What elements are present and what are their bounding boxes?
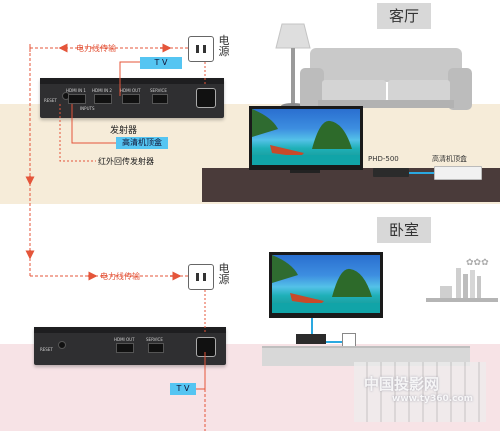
tv-screen-bedroom — [272, 255, 380, 313]
hd-stb-label: 高清机顶盒 — [116, 137, 168, 149]
hdmi-in1-port — [68, 94, 86, 104]
hdmi-out-label: HDMI OUT — [120, 88, 141, 93]
bedroom-label: 卧室 — [377, 217, 431, 243]
phd500-receiver — [373, 168, 409, 177]
living-room-label: 客厅 — [377, 3, 431, 29]
hdmi-in1-label: HDMI IN 1 — [66, 88, 86, 93]
transmitter-label: 发射器 — [110, 126, 138, 136]
hd-stb-device-label: 高清机顶盒 — [432, 155, 467, 163]
ir-emitter-label: 红外回传发射器 — [98, 157, 154, 166]
living-room-tv — [249, 106, 363, 170]
hdmi-out-label-bottom: HDMI OUT — [114, 337, 135, 342]
cable-blue-top — [409, 172, 434, 174]
hd-stb-device — [434, 166, 482, 180]
device-top-edge — [40, 78, 224, 84]
hdmi-out-port-bottom — [116, 343, 134, 353]
phd500-label: PHD-500 — [368, 155, 399, 163]
bedroom-tv — [269, 252, 383, 318]
watermark-url: www.ty360.com — [392, 394, 474, 404]
bedroom-cabinet — [262, 346, 470, 366]
tv-label-bottom: T V — [170, 383, 196, 395]
hdmi-in2-label: HDMI IN 2 — [92, 88, 112, 93]
cable-blue-bedroom — [311, 318, 313, 342]
power-socket-bottom — [196, 337, 216, 357]
hdmi-out-port — [122, 94, 140, 104]
tv-line-top — [119, 61, 140, 96]
inputs-label: INPUTS — [80, 106, 95, 111]
ir-line — [59, 104, 96, 162]
stb-line — [71, 104, 116, 144]
device-top-edge-bottom — [34, 327, 226, 333]
power-line-label-bottom: 电力线传输 — [100, 272, 140, 281]
watermark-brand: 中国投影网 — [364, 375, 440, 393]
tv-label-top: T V — [140, 57, 182, 69]
bedroom-cabinet-legs — [354, 362, 486, 422]
wall-shelf — [426, 264, 498, 304]
cable-blue-bedroom-h — [311, 341, 347, 343]
bedroom-receiver — [296, 334, 326, 344]
power-label-bottom: 电源 — [218, 262, 230, 286]
power-outlet-bottom — [188, 264, 214, 290]
reset-label: RESET — [44, 98, 57, 103]
decor-shelf-items: ✿✿✿ — [466, 258, 489, 268]
power-outlet-top — [188, 36, 214, 62]
reset-button-bottom — [58, 341, 66, 349]
service-label-bottom: SERVICE — [146, 337, 163, 342]
transmitter-device-top: RESET HDMI IN 1 HDMI IN 2 INPUTS HDMI OU… — [40, 78, 224, 118]
service-port — [152, 94, 168, 104]
service-label: SERVICE — [150, 88, 167, 93]
tv-screen — [252, 109, 360, 165]
sofa — [300, 44, 472, 114]
power-socket-top — [196, 88, 216, 108]
tv-stand-top — [290, 170, 320, 173]
power-label-top: 电源 — [218, 34, 230, 58]
service-port-bottom — [148, 343, 164, 353]
hdmi-in2-port — [94, 94, 112, 104]
reset-label-bottom: RESET — [40, 347, 53, 352]
transmitter-device-bottom: RESET HDMI OUT SERVICE — [34, 327, 226, 365]
power-line-label-top: 电力线传输 — [76, 44, 116, 53]
